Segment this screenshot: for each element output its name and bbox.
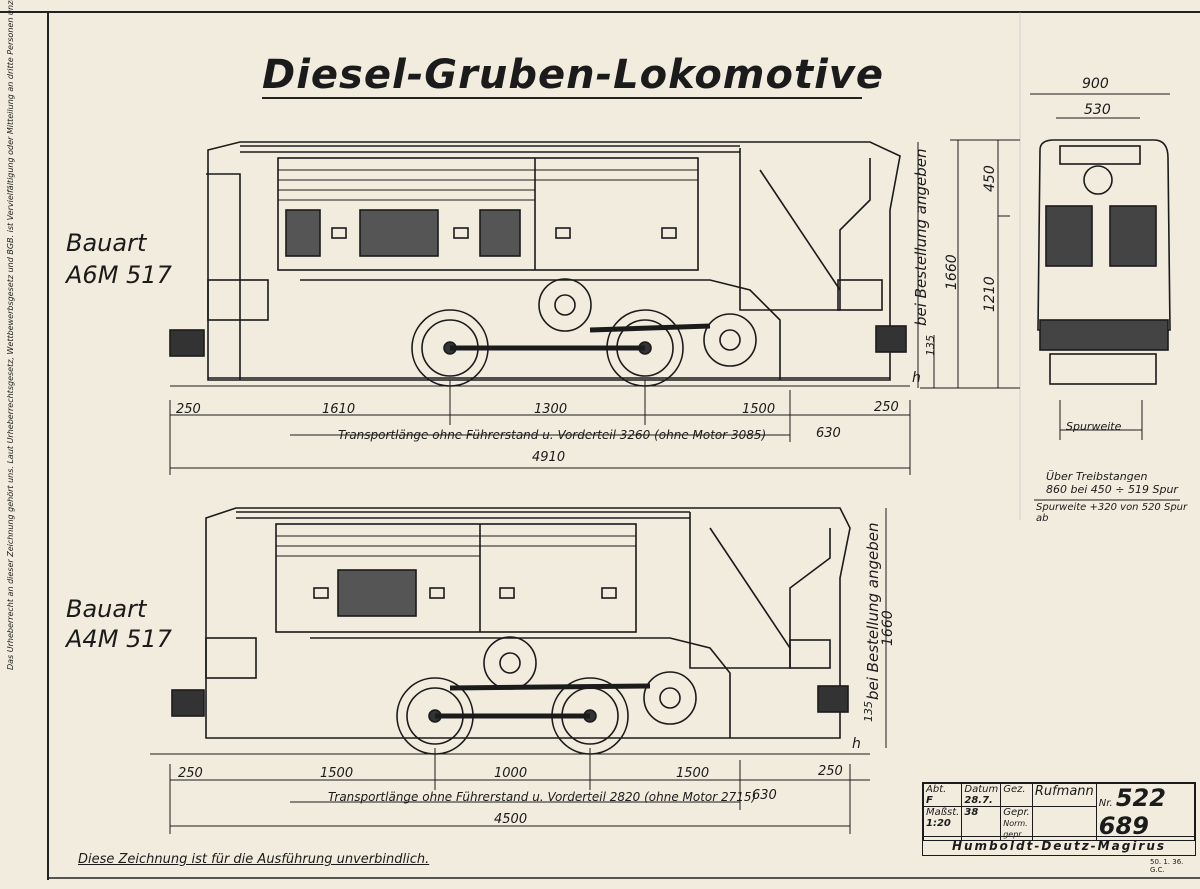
tb-datum-label: Datum [964, 784, 999, 795]
footer-note: Diese Zeichnung ist für die Ausführung u… [78, 852, 430, 867]
bottom-height-h: h [852, 736, 861, 752]
bottom-transport-length: Transportlänge ohne Führerstand u. Vorde… [328, 790, 757, 804]
top-height-450: 450 [982, 165, 998, 192]
bottom-bauart-label: Bauart [66, 595, 147, 623]
tb-nr-label: Nr. [1098, 798, 1113, 809]
top-transport-length: Transportlänge ohne Führerstand u. Vorde… [338, 428, 767, 442]
top-height-135: 135 [924, 335, 937, 356]
top-dim-250-left: 250 [176, 402, 201, 417]
front-spurweite: Spurweite [1066, 420, 1122, 433]
top-height-h: h [912, 370, 921, 386]
front-note-treibstangen: Über Treibstangen [1046, 470, 1148, 483]
top-height-dimension-lines [920, 139, 1020, 389]
tb-massst-value: 1:20 [926, 818, 951, 829]
bottom-height-135: 135 [862, 701, 875, 722]
bottom-dim-630: 630 [752, 788, 777, 803]
front-view-drawing [1030, 93, 1180, 501]
tb-abt-value: F [926, 795, 933, 806]
top-total-length: 4910 [532, 450, 566, 465]
tb-drawing-number: 522 689 [1098, 784, 1166, 840]
bottom-dim-1500-left: 1500 [320, 766, 354, 781]
front-width-900: 900 [1082, 76, 1109, 92]
bottom-dim-250-right: 250 [818, 764, 843, 779]
top-height-total: 1660 [944, 254, 960, 290]
tb-datum-value: 28.7. [964, 795, 993, 806]
tb-year-value: 38 [964, 807, 979, 818]
front-note-spurweite-320: Spurweite +320 von 520 Spur ab [1036, 502, 1188, 524]
print-code: 50. 1. 36. G.C. [1150, 858, 1184, 874]
bottom-dim-250-left: 250 [178, 766, 203, 781]
top-bauart-label: Bauart [66, 229, 147, 257]
top-model-label: A6M 517 [66, 261, 172, 289]
bottom-dim-1000: 1000 [494, 766, 528, 781]
top-dim-250-right: 250 [874, 400, 899, 415]
bottom-dim-1500-right: 1500 [676, 766, 710, 781]
top-dim-1500: 1500 [742, 402, 776, 417]
copyright-note: Das Urheberrecht an dieser Zeichnung geh… [6, 0, 15, 670]
tb-gez-value: Rufmann [1034, 784, 1094, 799]
front-note-spur: 860 bei 450 ÷ 519 Spur [1046, 483, 1178, 496]
bottom-locomotive-side-view [150, 507, 887, 834]
bottom-height-total: 1660 [880, 610, 896, 646]
tb-abt-label: Abt. [926, 784, 947, 795]
bottom-model-label: A4M 517 [66, 625, 172, 653]
tb-gez-label: Gez. [1003, 784, 1026, 795]
tb-massst-label: Maßst. [926, 807, 960, 818]
top-dim-1610: 1610 [322, 402, 356, 417]
tb-abt: Abt.F [922, 783, 963, 807]
bottom-total-length: 4500 [494, 812, 528, 827]
top-dim-1300: 1300 [534, 402, 568, 417]
drawing-title: Diesel-Gruben-Lokomotive [262, 52, 884, 98]
top-height-1210: 1210 [982, 276, 998, 312]
top-dim-630: 630 [816, 426, 841, 441]
top-height-note: bei Bestellung angeben [912, 148, 930, 326]
top-locomotive-side-view [169, 141, 919, 475]
tb-gepr-label: Gepr. [1003, 807, 1030, 818]
tb-norm-label: Norm. gepr. [1003, 819, 1028, 839]
tb-company: Humboldt-Deutz-Magirus [923, 836, 1195, 855]
front-width-530: 530 [1084, 102, 1111, 118]
